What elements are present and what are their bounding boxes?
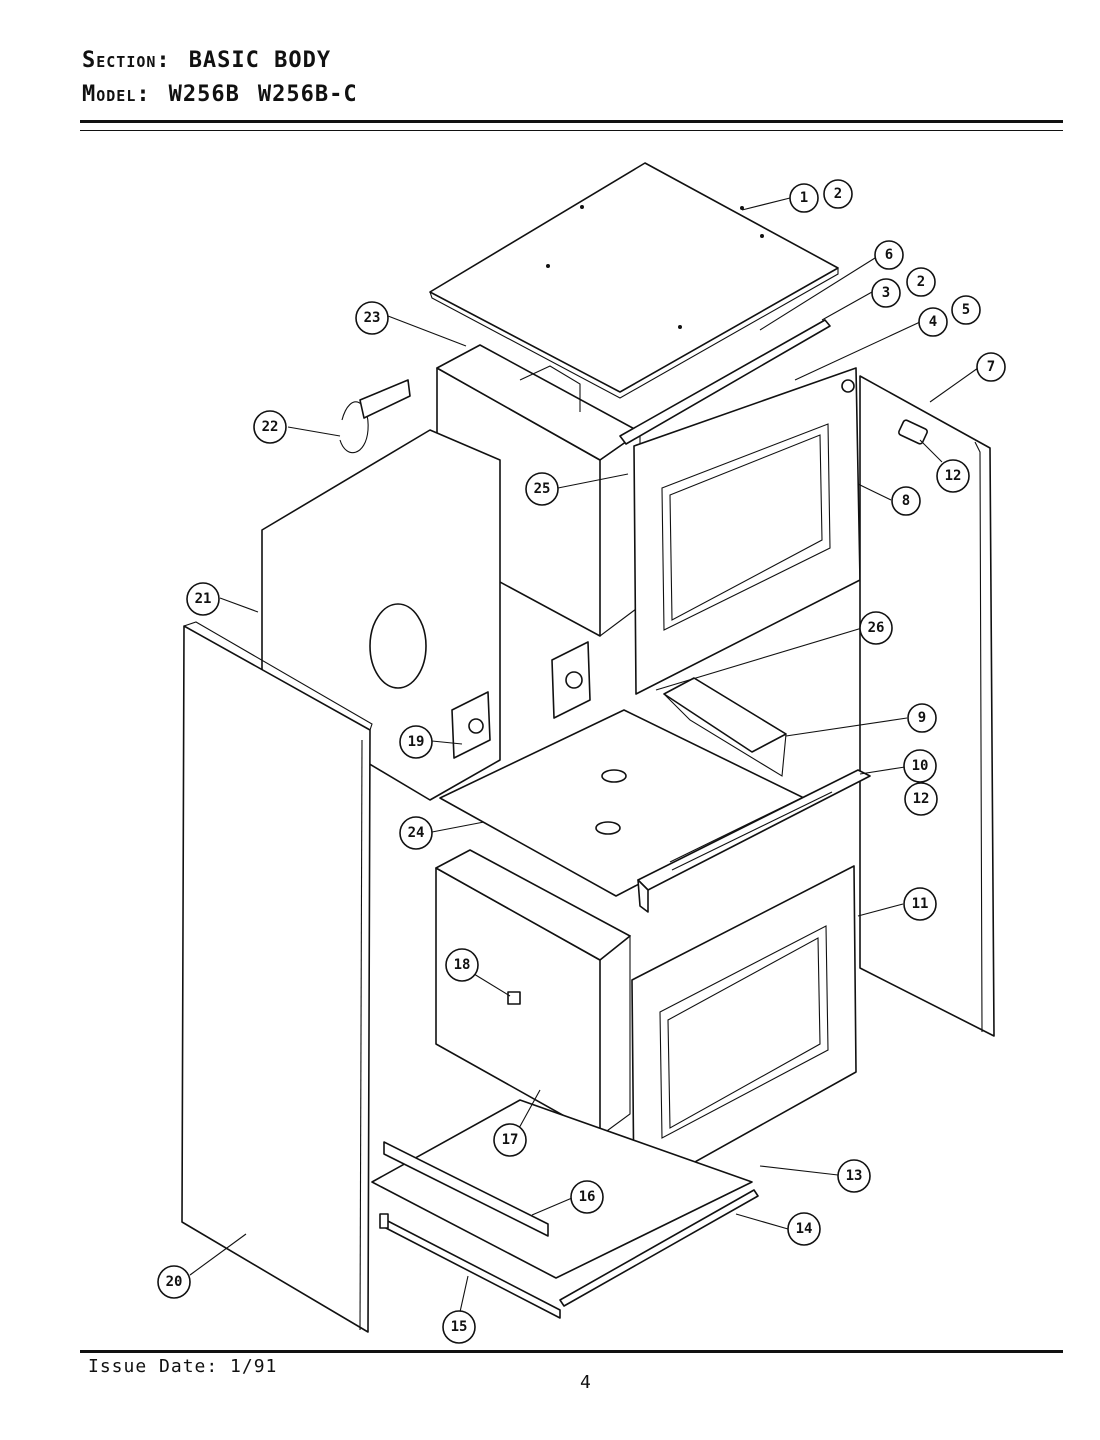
callout-26: 26	[859, 611, 893, 645]
callout-22: 22	[253, 410, 287, 444]
svg-text:15: 15	[451, 1319, 468, 1335]
svg-text:24: 24	[408, 825, 425, 841]
svg-text:4: 4	[929, 314, 937, 330]
section-header: Section: BASIC BODY	[82, 48, 331, 73]
svg-text:25: 25	[534, 481, 551, 497]
svg-text:12: 12	[913, 791, 930, 807]
bottom-rail	[383, 1141, 549, 1237]
header-rule-thin	[80, 130, 1063, 131]
svg-text:2: 2	[917, 274, 925, 290]
callout-17: 17	[493, 1123, 527, 1157]
callout-23: 23	[355, 301, 389, 335]
issue-date: Issue Date: 1/91	[88, 1356, 278, 1377]
svg-text:19: 19	[408, 734, 425, 750]
svg-text:1: 1	[800, 190, 808, 206]
svg-text:26: 26	[868, 620, 885, 636]
callout-9: 9	[907, 703, 937, 733]
callout-13: 13	[837, 1159, 871, 1193]
svg-text:9: 9	[918, 710, 926, 726]
callout-18: 18	[445, 948, 479, 982]
svg-text:3: 3	[882, 285, 890, 301]
svg-text:11: 11	[912, 896, 929, 912]
svg-text:23: 23	[364, 310, 381, 326]
svg-text:14: 14	[796, 1221, 813, 1237]
svg-text:7: 7	[987, 359, 995, 375]
callout-12b: 12	[904, 782, 938, 816]
callout-4: 4	[918, 307, 948, 337]
model-value-1: W256B	[168, 82, 240, 107]
callout-2b: 2	[906, 267, 936, 297]
header-rule-thick	[80, 120, 1063, 123]
callout-10: 10	[903, 749, 937, 783]
bottom-panel	[371, 1099, 753, 1279]
rear-panel-opening	[369, 603, 427, 689]
svg-text:21: 21	[195, 591, 212, 607]
vent-strip	[619, 319, 831, 445]
callout-20: 20	[157, 1265, 191, 1299]
svg-text:5: 5	[962, 302, 970, 318]
svg-text:18: 18	[454, 957, 471, 973]
model-header: Model: W256B W256B-C	[82, 82, 358, 107]
svg-text:6: 6	[885, 247, 893, 263]
callout-24: 24	[399, 816, 433, 850]
svg-text:22: 22	[262, 419, 279, 435]
callout-8: 8	[891, 486, 921, 516]
svg-text:16: 16	[579, 1189, 596, 1205]
callout-21: 21	[186, 582, 220, 616]
lower-oven-frame	[631, 865, 857, 1197]
svg-text:20: 20	[166, 1274, 183, 1290]
left-side-panel	[181, 625, 371, 1333]
callout-3: 3	[871, 278, 901, 308]
callout-2a: 2	[823, 179, 853, 209]
svg-text:17: 17	[502, 1132, 519, 1148]
model-value-2: W256B-C	[257, 82, 358, 107]
svg-text:2: 2	[834, 186, 842, 202]
svg-text:12: 12	[945, 468, 962, 484]
footer-rule-thick	[80, 1350, 1063, 1353]
svg-text:10: 10	[912, 758, 929, 774]
section-label: Section:	[82, 48, 171, 73]
callout-7: 7	[976, 352, 1006, 382]
model-label: Model:	[82, 82, 151, 107]
callout-16: 16	[570, 1180, 604, 1214]
callout-12a: 12	[936, 459, 970, 493]
callout-11: 11	[903, 887, 937, 921]
callout-19: 19	[399, 725, 433, 759]
front-rail	[559, 1189, 759, 1307]
section-value: BASIC BODY	[188, 48, 332, 73]
callout-1: 1	[789, 183, 819, 213]
callout-5: 5	[951, 295, 981, 325]
svg-text:13: 13	[846, 1168, 863, 1184]
page-number: 4	[580, 1372, 591, 1393]
callout-25: 25	[525, 472, 559, 506]
callout-15: 15	[442, 1310, 476, 1344]
callout-14: 14	[787, 1212, 821, 1246]
svg-text:8: 8	[902, 493, 910, 509]
callout-6: 6	[874, 240, 904, 270]
